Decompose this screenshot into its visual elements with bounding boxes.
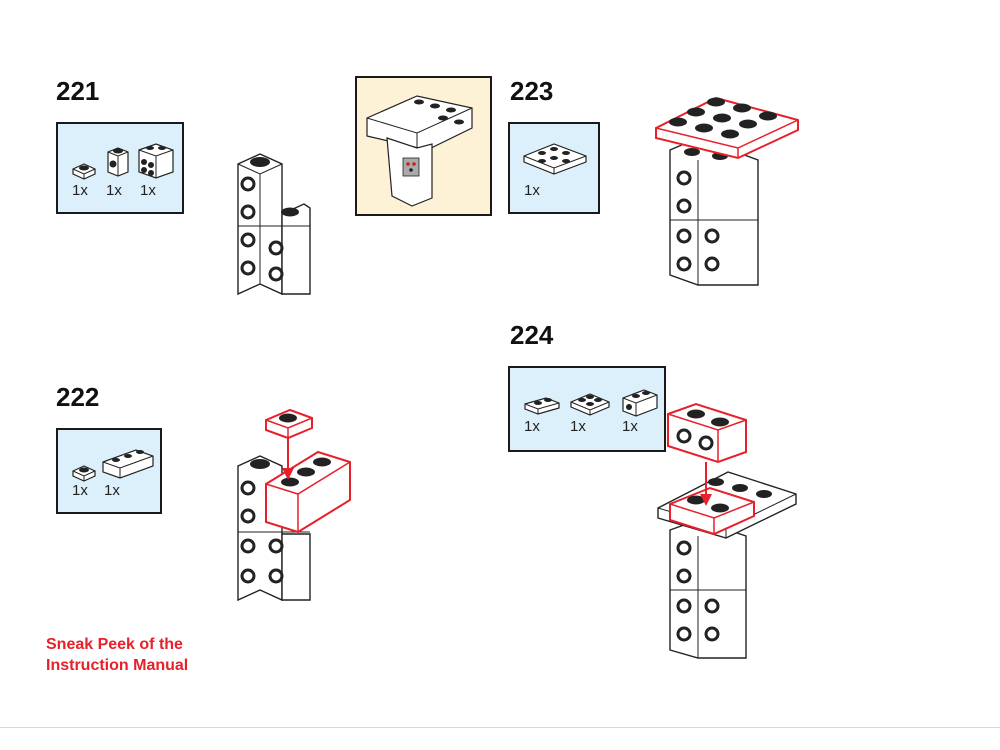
plate-2x2-icon <box>570 393 610 416</box>
parts-box-221: 1x 1x 1x <box>56 122 184 214</box>
plate-2x3-icon <box>523 143 587 175</box>
part-quantity: 1x <box>140 182 156 199</box>
sneak-peek-line-2: Instruction Manual <box>46 657 189 674</box>
brick-2x2-icon <box>138 143 174 179</box>
brick-1x1-icon <box>107 147 129 177</box>
step-number-224: 224 <box>510 320 554 350</box>
part-quantity: 1x <box>622 418 638 435</box>
model-step-221 <box>237 153 311 296</box>
brick-1x2-icon <box>622 389 658 417</box>
sneak-peek-note: Sneak Peek of the Instruction Manual <box>46 634 188 676</box>
part-quantity: 1x <box>524 182 540 199</box>
brick-1x1-plate-icon <box>72 163 96 180</box>
model-step-222 <box>237 408 351 602</box>
part-quantity: 1x <box>104 482 120 499</box>
arrow-down-icon <box>282 438 294 480</box>
arrow-down-icon <box>700 462 712 506</box>
plate-1x2-icon <box>524 397 560 415</box>
sneak-peek-line-1: Sneak Peek of the <box>46 636 183 653</box>
part-quantity: 1x <box>106 182 122 199</box>
overview-callout <box>355 76 492 216</box>
parts-box-224: 1x 1x 1x <box>508 366 666 452</box>
part-quantity: 1x <box>524 418 540 435</box>
parts-box-222: 1x 1x <box>56 428 162 514</box>
part-quantity: 1x <box>72 182 88 199</box>
model-step-224 <box>657 402 797 659</box>
step-number-222: 222 <box>56 382 100 412</box>
parts-box-223: 1x <box>508 122 600 214</box>
page-bottom-rule <box>0 727 1000 728</box>
model-overview-image <box>366 95 473 207</box>
part-quantity: 1x <box>570 418 586 435</box>
part-quantity: 1x <box>72 482 88 499</box>
model-step-223 <box>655 96 799 286</box>
brick-1x1-plate-icon <box>72 465 96 482</box>
step-number-221: 221 <box>56 76 100 106</box>
brick-1x3-icon <box>102 449 154 479</box>
step-number-223: 223 <box>510 76 554 106</box>
